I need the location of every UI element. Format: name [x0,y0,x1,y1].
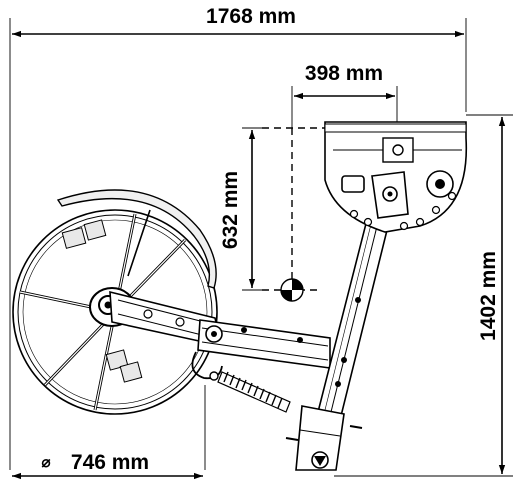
dimension-overall-height: 1402 mm [334,114,513,477]
height-offset-label: 632 mm [219,171,242,249]
diameter-symbol: ⌀ [41,454,50,471]
dimension-overall-width: 1768 mm [9,2,467,470]
dimension-offset-width: 398 mm [291,62,398,128]
reference-lines [262,127,330,291]
center-of-gravity-symbol [280,278,304,302]
wheel-guard [56,189,217,289]
diagonal-column [317,198,393,422]
offset-width-label: 398 mm [305,62,383,85]
wheel-diameter-label: 746 mm [71,451,149,474]
overall-width-label: 1768 mm [206,5,296,28]
dimension-wheel-diameter: ⌀ 746 mm [12,385,206,480]
mounting-plate [324,121,468,233]
tension-spring [217,371,291,413]
lower-foot [285,405,363,471]
main-beam [191,319,331,381]
swing-arm [109,290,224,348]
dimension-height-offset: 632 mm [219,127,262,291]
overall-height-label: 1402 mm [477,251,500,341]
